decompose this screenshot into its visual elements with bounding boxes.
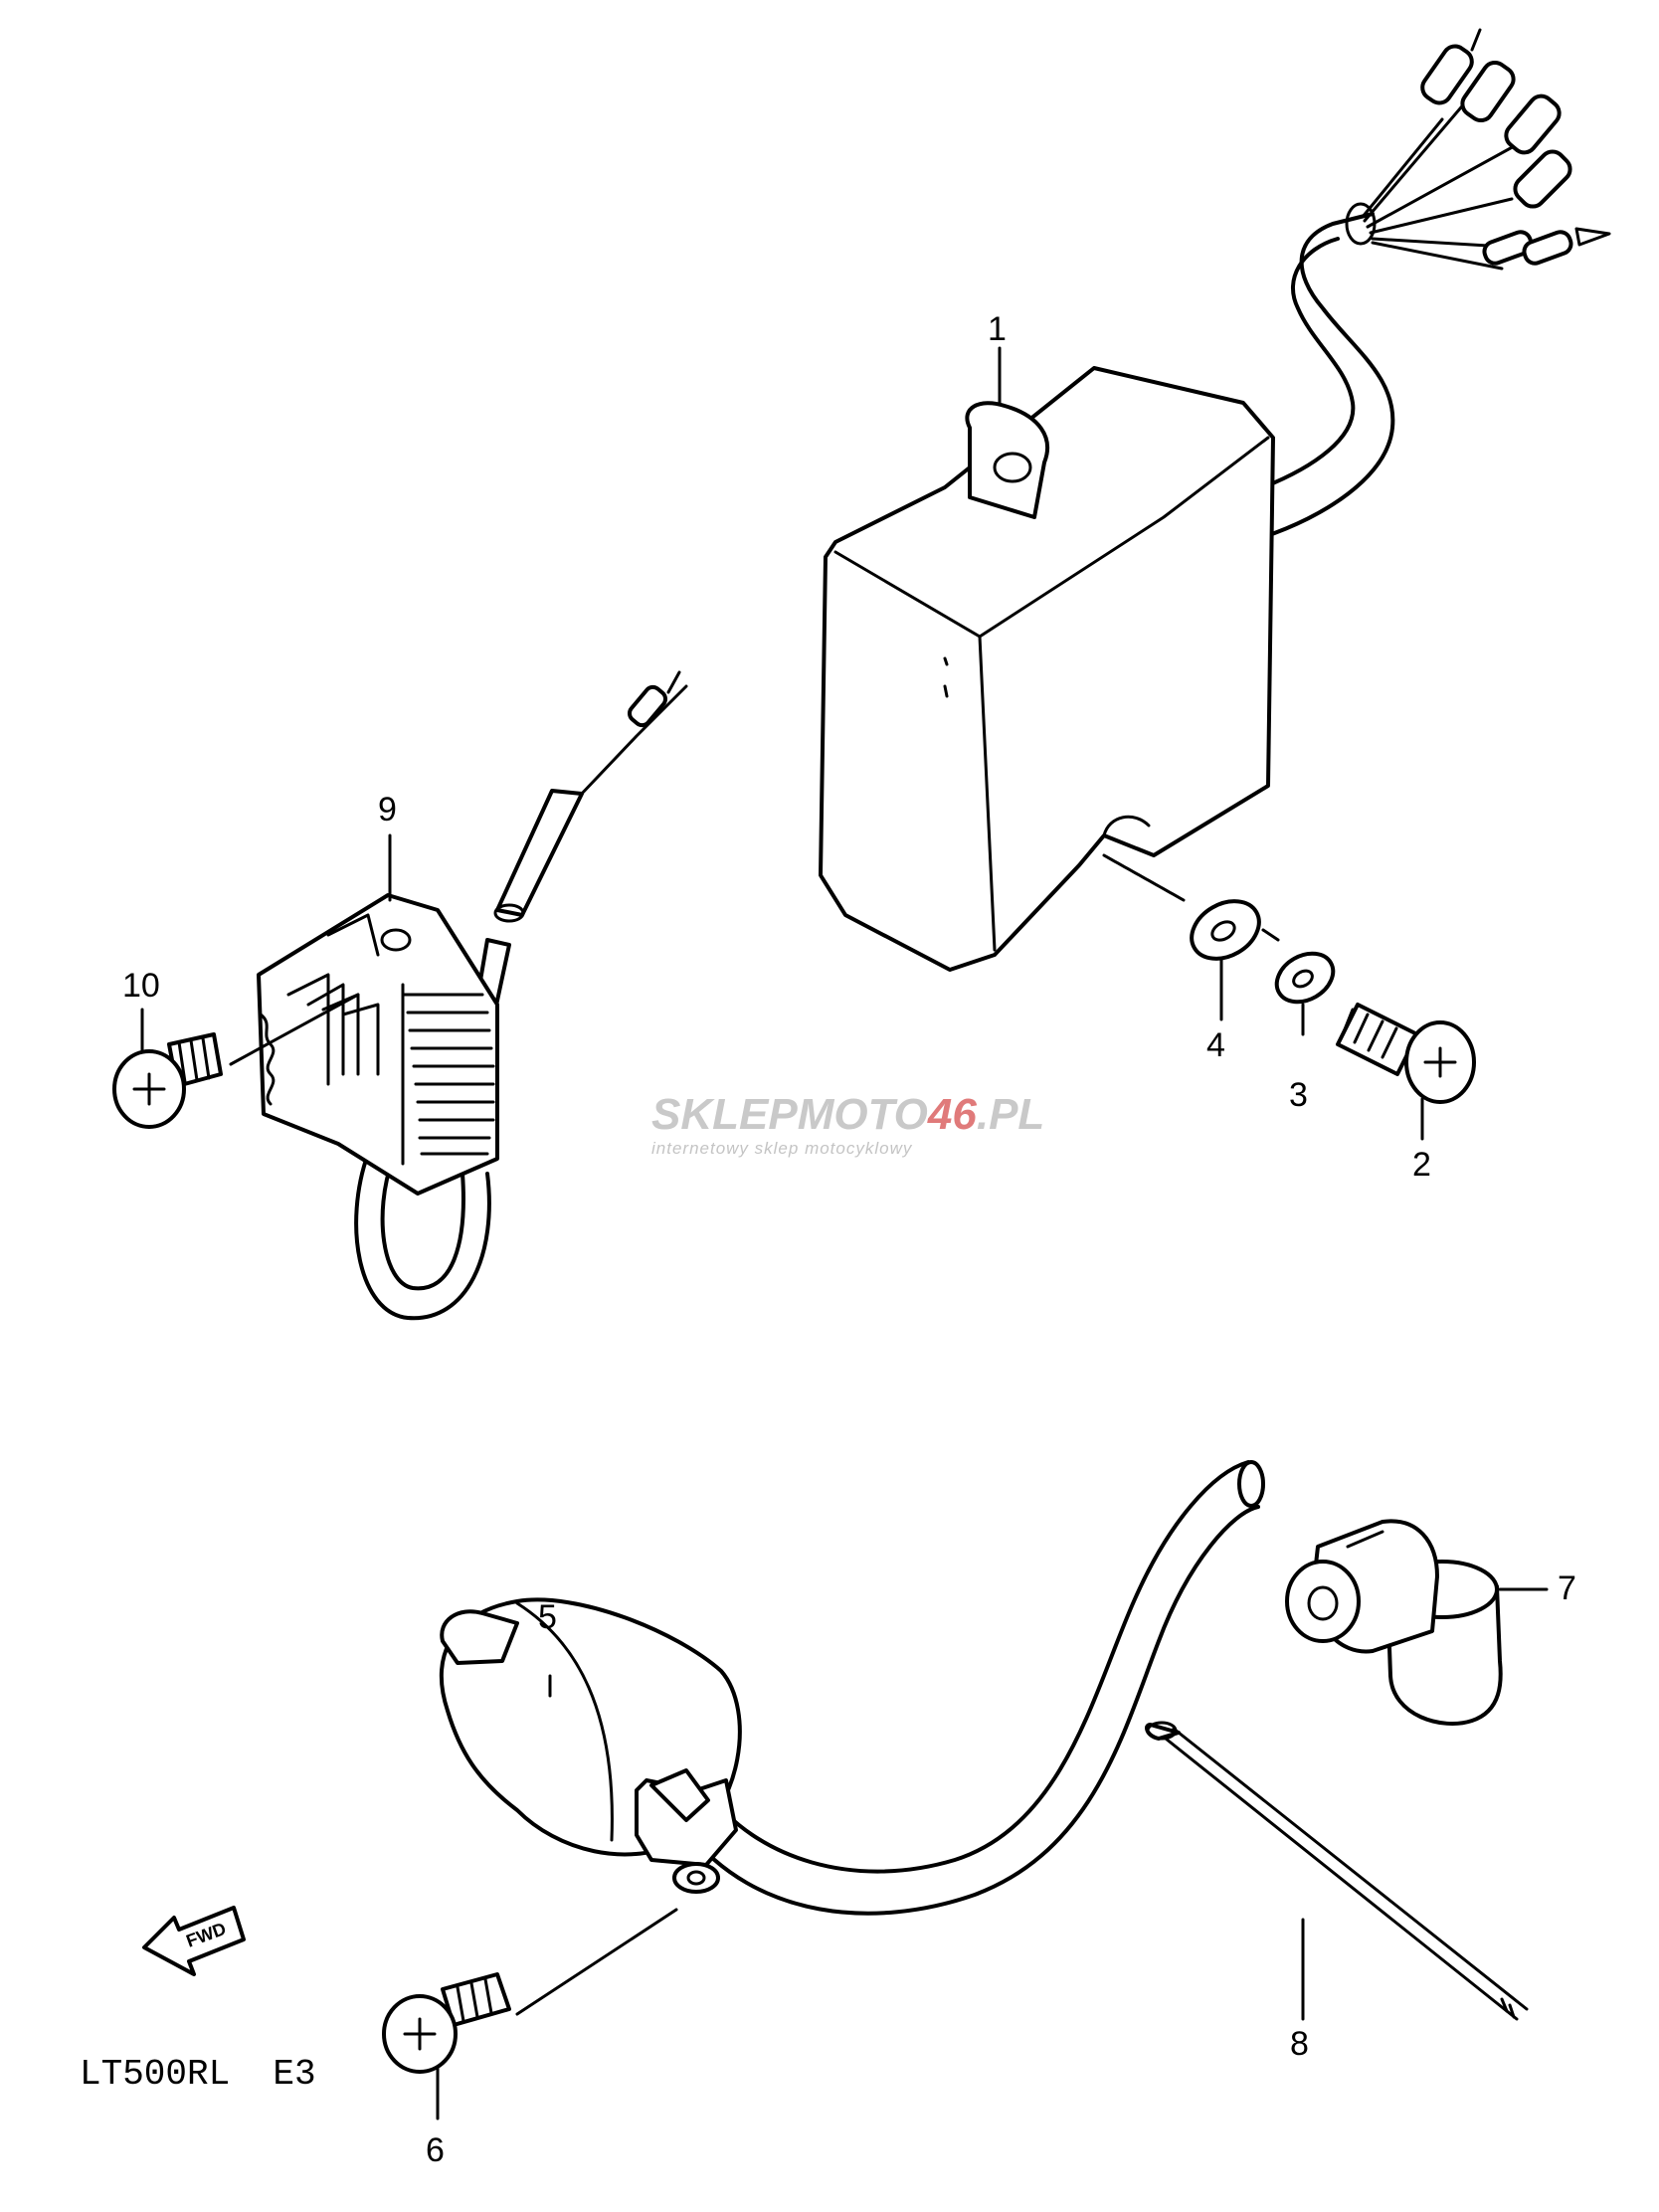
callout-5: 5 [538, 1598, 557, 1636]
ignition-coil [439, 1460, 1265, 1916]
cdi-unit [819, 28, 1611, 972]
callout-8: 8 [1290, 2025, 1309, 2063]
callout-4: 4 [1206, 1026, 1225, 1064]
callout-10: 10 [122, 967, 160, 1005]
watermark: SKLEPMOTO46.PL internetowy sklep motocyk… [651, 1090, 1044, 1158]
regulator-rectifier [257, 670, 688, 1321]
watermark-brand: SKLEPMOTO46.PL [651, 1090, 1044, 1139]
screw-6 [382, 1908, 678, 2074]
watermark-brand-suffix: .PL [977, 1090, 1044, 1139]
spark-plug-cap [1285, 1519, 1503, 1726]
screw-10 [112, 993, 360, 1129]
callout-numbers: 1 2 3 4 5 6 7 8 9 10 [122, 310, 1576, 2169]
lock-washer [1261, 928, 1336, 1005]
model-code: LT500RL E3 [80, 2054, 316, 2095]
screw-2 [1336, 1003, 1476, 1104]
cable-tie [1145, 1721, 1529, 2021]
plain-washer [1102, 853, 1261, 961]
callout-9: 9 [378, 791, 397, 829]
watermark-brand-accent: 46 [927, 1090, 977, 1139]
callout-7: 7 [1558, 1569, 1576, 1607]
callout-3: 3 [1289, 1076, 1308, 1114]
callout-1: 1 [988, 310, 1007, 348]
watermark-tagline: internetowy sklep motocyklowy [651, 1139, 913, 1158]
leader-lines [140, 346, 1549, 2120]
callout-2: 2 [1412, 1146, 1431, 1184]
watermark-brand-prefix: SKLEPMOTO [651, 1090, 928, 1139]
callout-6: 6 [426, 2131, 445, 2169]
forward-direction-arrow: FWD [142, 1906, 246, 1976]
